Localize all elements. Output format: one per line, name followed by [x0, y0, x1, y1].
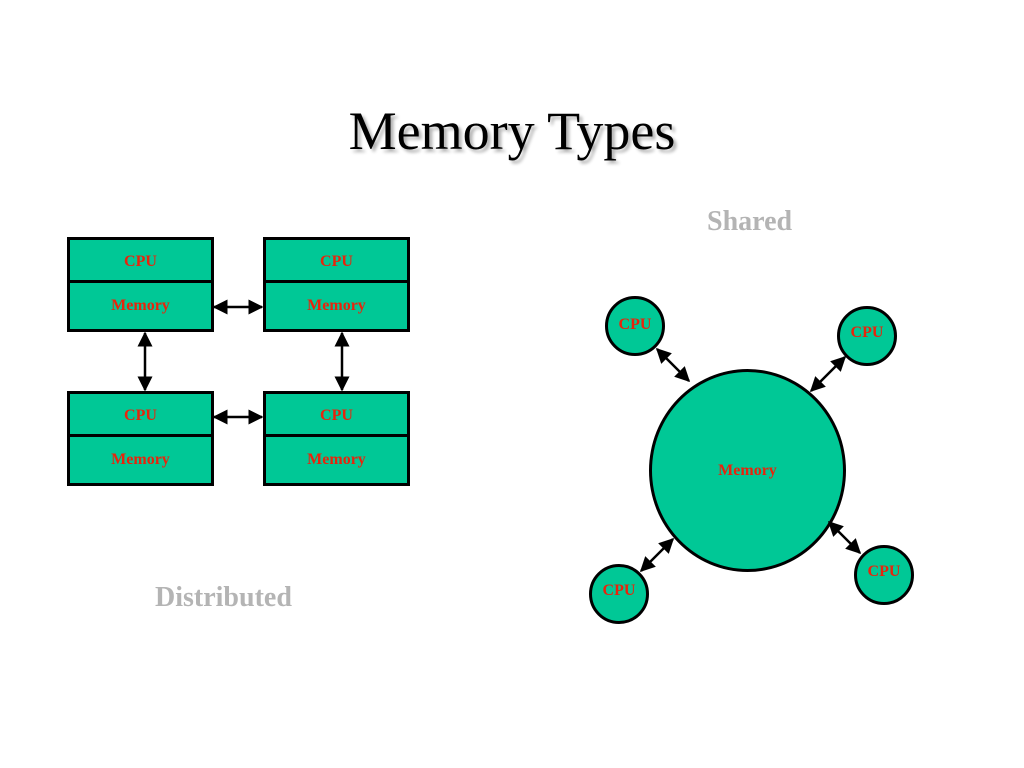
arrow-shared-top-right — [809, 355, 847, 393]
arrow-shared-bottom-right — [827, 520, 862, 555]
arrow-shared-bottom-left — [639, 537, 675, 573]
memory-cell: Memory — [263, 434, 410, 486]
cpu-cell: CPU — [263, 391, 410, 437]
arrow-shared-top-left — [655, 347, 691, 383]
slide-title: Memory Types — [348, 101, 676, 161]
distributed-node-top-right: CPU Memory — [263, 237, 410, 332]
distributed-node-bottom-right: CPU Memory — [263, 391, 410, 486]
distributed-node-top-left: CPU Memory — [67, 237, 214, 332]
memory-cell: Memory — [263, 280, 410, 332]
shared-cpu-node-bottom-right: CPU — [854, 545, 914, 605]
cpu-cell: CPU — [67, 237, 214, 283]
distributed-caption: Distributed — [155, 582, 292, 613]
shared-cpu-node-bottom-left: CPU — [589, 564, 649, 624]
cpu-cell: CPU — [263, 237, 410, 283]
shared-caption: Shared — [707, 206, 793, 237]
memory-cell: Memory — [67, 280, 214, 332]
cpu-cell: CPU — [67, 391, 214, 437]
shared-memory-node: Memory — [649, 369, 846, 572]
distributed-node-bottom-left: CPU Memory — [67, 391, 214, 486]
memory-cell: Memory — [67, 434, 214, 486]
shared-cpu-node-top-left: CPU — [605, 296, 665, 356]
shared-cpu-node-top-right: CPU — [837, 306, 897, 366]
